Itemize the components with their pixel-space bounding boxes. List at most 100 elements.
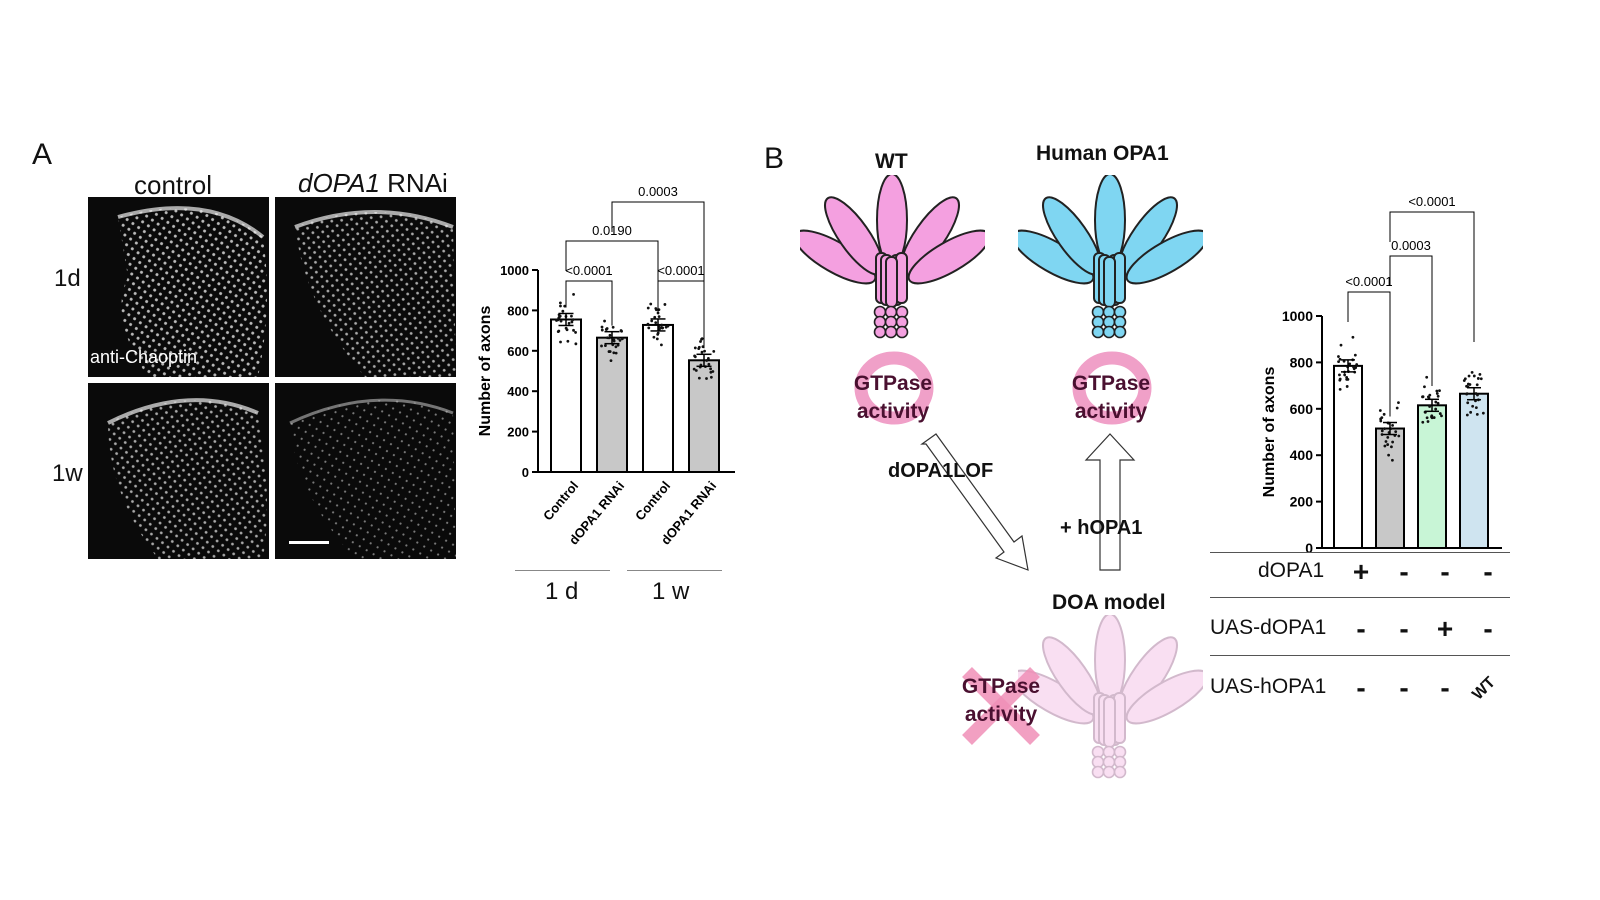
data-point xyxy=(707,362,711,366)
data-point xyxy=(660,343,663,347)
data-point xyxy=(1421,395,1425,399)
data-point xyxy=(703,349,706,353)
bar xyxy=(1417,404,1447,549)
panel-b-letter: B xyxy=(764,142,785,175)
data-point xyxy=(608,350,612,353)
gtpase-ring-wt xyxy=(854,351,934,425)
data-point xyxy=(1469,410,1473,414)
data-point xyxy=(572,292,575,296)
micrograph-rnai-1w xyxy=(275,383,456,559)
y-tick-label: 600 xyxy=(1290,401,1314,417)
data-point xyxy=(711,370,715,373)
data-point xyxy=(558,301,562,305)
data-point xyxy=(1352,365,1355,369)
data-point xyxy=(1348,362,1352,366)
p-value-label: <0.0001 xyxy=(1345,274,1392,289)
data-point xyxy=(709,375,713,379)
genotype-sign: - xyxy=(1440,556,1450,587)
data-point xyxy=(1436,394,1440,398)
data-point xyxy=(1438,389,1441,393)
data-point xyxy=(1432,416,1436,419)
significance-bracket xyxy=(565,280,613,326)
activity-word: activity xyxy=(856,400,930,423)
genotype-sign: - xyxy=(1399,613,1409,644)
data-point xyxy=(1435,392,1439,395)
group-label-1d: 1 d xyxy=(545,578,579,605)
rnai-column-label: dOPA1 RNAi xyxy=(298,168,448,199)
bead xyxy=(1113,765,1127,779)
bead xyxy=(1113,325,1127,339)
p-value-label: 0.0003 xyxy=(1391,238,1431,253)
data-point xyxy=(692,367,696,371)
genotype-sign: - xyxy=(1356,613,1366,644)
micrograph-control-1d xyxy=(88,197,269,377)
genotype-sign: - xyxy=(1399,672,1409,703)
data-point xyxy=(559,319,563,323)
y-tick-label: 1000 xyxy=(500,263,529,278)
y-tick-label: 600 xyxy=(507,344,529,359)
data-point xyxy=(1467,374,1471,378)
significance-bracket xyxy=(1389,211,1475,342)
data-point xyxy=(1475,413,1479,416)
data-point xyxy=(1339,343,1343,347)
table-line-3 xyxy=(1210,655,1510,656)
significance-bracket xyxy=(611,201,705,332)
bead xyxy=(1102,765,1116,779)
data-point xyxy=(1386,435,1390,439)
data-point xyxy=(1472,374,1476,378)
data-point xyxy=(657,315,661,318)
y-axis-title: Number of axons xyxy=(477,306,494,437)
petal xyxy=(907,229,985,285)
data-point xyxy=(1338,387,1342,391)
bar xyxy=(1333,364,1363,549)
data-point xyxy=(611,325,615,329)
data-point xyxy=(1380,433,1384,436)
data-point xyxy=(655,337,659,341)
data-point xyxy=(1438,412,1442,415)
rescue-arrow-label: + hOPA1 xyxy=(1060,517,1143,539)
data-point xyxy=(604,344,607,347)
gtpase-label-human: GTPase activity xyxy=(1060,370,1162,426)
bar xyxy=(550,318,582,473)
data-point xyxy=(1440,414,1443,418)
significance-bracket xyxy=(565,240,659,313)
lof-arrow-icon xyxy=(920,433,1029,571)
data-point xyxy=(1343,373,1347,377)
rescue-arrow-icon xyxy=(1084,433,1136,571)
data-point xyxy=(666,324,670,328)
data-point xyxy=(1338,357,1342,361)
genotype-sign: - xyxy=(1356,672,1366,703)
row-label-1w: 1w xyxy=(52,460,83,487)
data-point xyxy=(1479,377,1483,381)
stalk xyxy=(1103,696,1116,748)
data-point xyxy=(1436,401,1440,405)
table-line-2 xyxy=(1210,597,1510,598)
data-point xyxy=(693,346,697,350)
data-point xyxy=(649,302,653,306)
data-point xyxy=(1435,389,1439,393)
data-point xyxy=(561,309,565,313)
gtpase-label-doa: GTPase activity xyxy=(950,673,1052,729)
data-point xyxy=(570,314,573,318)
data-point xyxy=(705,359,709,362)
gene-name: dOPA1 xyxy=(298,168,380,198)
data-point xyxy=(1391,440,1395,444)
p-value-label: <0.0001 xyxy=(657,263,704,278)
protein-group xyxy=(1018,175,1203,339)
data-point xyxy=(574,331,577,334)
data-point xyxy=(705,377,708,380)
stain-label: anti-Chaoptin xyxy=(90,347,198,367)
bead xyxy=(895,325,909,339)
y-tick-label: 800 xyxy=(507,303,529,318)
stalk xyxy=(885,256,898,308)
data-point xyxy=(1337,360,1340,364)
data-point xyxy=(1346,377,1350,381)
bar xyxy=(642,323,674,473)
data-point xyxy=(1354,366,1358,369)
human-opa1-schematic xyxy=(1018,175,1203,339)
data-point xyxy=(1421,420,1425,424)
activity-word: activity xyxy=(964,703,1038,726)
data-point xyxy=(1394,430,1398,434)
